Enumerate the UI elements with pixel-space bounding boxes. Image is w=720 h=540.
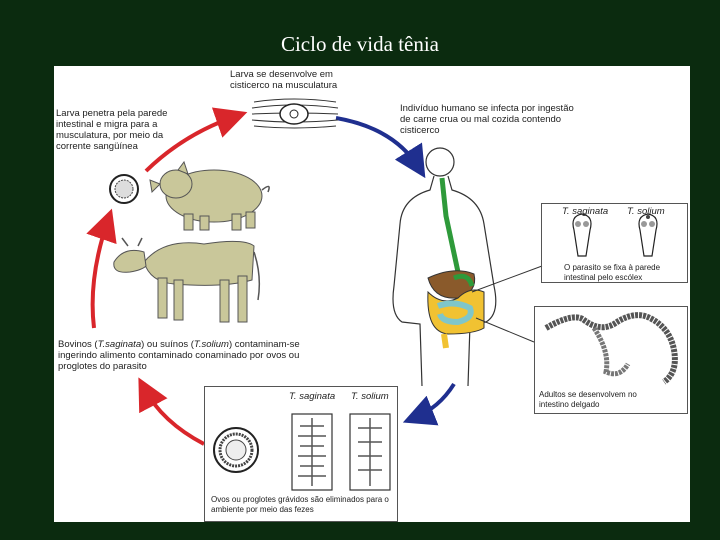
egg-detail-icon — [213, 427, 259, 473]
arrow-to-human — [335, 116, 426, 179]
proglottid-solium-icon — [349, 413, 391, 491]
adult-caption: Adultos se desenvolvem no intestino delg… — [539, 390, 637, 409]
scolex-species-1: T. saginata — [562, 206, 609, 217]
scolex-saginata-icon — [572, 213, 592, 257]
scolex-caption: O parasito se fixa à parede intestinal p… — [564, 263, 661, 282]
egg-box: T. saginata T. solium Ovos ou proglotes … — [204, 386, 398, 522]
proglottid-saginata-icon — [291, 413, 333, 491]
human-body-icon — [392, 147, 497, 387]
arrow-to-cysticercus — [144, 107, 248, 173]
life-cycle-diagram: Larva se desenvolve em cisticerco na mus… — [54, 66, 690, 522]
egg-species-2: T. solium — [351, 391, 389, 402]
hosts-suino: T.solium — [193, 339, 229, 350]
cow-icon — [113, 237, 261, 323]
arrow-to-larva — [86, 208, 117, 329]
scolex-species-2: T. solium — [627, 206, 665, 217]
label-hosts: Bovinos (T.saginata) ou suínos (T.solium… — [58, 339, 308, 372]
arrow-to-eggs — [402, 382, 456, 426]
adult-box: Adultos se desenvolvem no intestino delg… — [534, 306, 688, 414]
egg-icon — [109, 174, 139, 204]
hosts-mid: ) ou suínos ( — [141, 339, 194, 350]
adult-worm-icon — [544, 312, 678, 385]
hosts-suffix: ) contaminam-se ingerindo alimento conta… — [58, 339, 300, 372]
pig-icon — [149, 160, 270, 231]
cysticercus-muscle-icon — [251, 98, 339, 129]
scolex-box: T. saginata T. solium O parasito se fixa… — [541, 203, 688, 283]
label-larva-penetra: Larva penetra pela parede intestinal e m… — [56, 108, 168, 152]
arrow-to-animals — [138, 377, 205, 446]
egg-caption: Ovos ou proglotes grávidos são eliminado… — [211, 495, 389, 514]
hosts-prefix: Bovinos ( — [58, 339, 98, 350]
page-title: Ciclo de vida tênia — [280, 32, 440, 56]
diagram-graphics — [86, 98, 678, 491]
hosts-bovino: T.saginata — [97, 339, 142, 350]
label-human-infection: Indivíduo humano se infecta por ingestão… — [400, 103, 574, 136]
scolex-solium-icon — [638, 213, 658, 257]
egg-species-1: T. saginata — [289, 391, 336, 402]
label-larva-cisticerco: Larva se desenvolve em cisticerco na mus… — [230, 69, 338, 91]
